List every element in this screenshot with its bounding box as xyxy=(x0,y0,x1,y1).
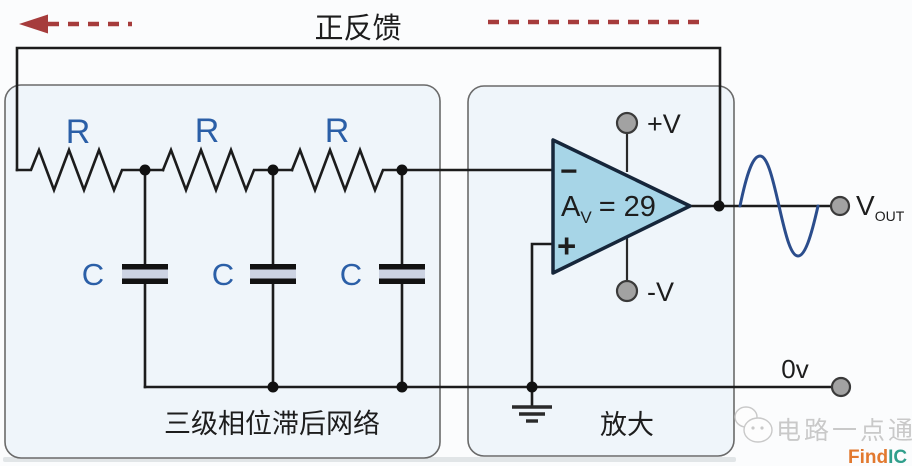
junction-dot xyxy=(267,164,279,176)
feedback-wire xyxy=(15,46,722,208)
watermark: 电路一点通 xyxy=(734,406,912,445)
junction-dot xyxy=(526,381,538,393)
vout-label: VOUT xyxy=(856,190,905,224)
pos-supply-terminal xyxy=(615,111,639,135)
findic-logo-ic: IC xyxy=(888,447,907,466)
junction-dot xyxy=(713,200,725,212)
capacitor-c2-label: C xyxy=(212,257,234,292)
feedback-arrowhead-icon xyxy=(19,14,48,34)
junction-dot xyxy=(396,381,408,393)
resistor-r1 xyxy=(15,146,165,194)
noninverting-input-wire xyxy=(530,242,555,389)
phase-network-caption: 三级相位滞后网络 xyxy=(164,409,380,439)
phase-network-box xyxy=(4,84,441,459)
amplifier-box xyxy=(467,85,735,457)
watermark-face-dot xyxy=(751,426,755,430)
opamp-inverting-sign: − xyxy=(560,155,578,188)
findic-logo-find: Find xyxy=(848,447,888,466)
capacitor-c3-label: C xyxy=(340,257,362,292)
watermark-face-dot xyxy=(760,426,764,430)
vout-main: V xyxy=(856,190,875,221)
neg-supply-label: -V xyxy=(647,277,674,307)
sine-wave-icon xyxy=(738,154,820,258)
opamp-triangle xyxy=(551,138,692,275)
opamp-noninverting-sign: + xyxy=(557,227,576,264)
amplifier-caption: 放大 xyxy=(600,410,654,440)
capacitor-c2-symbol xyxy=(250,264,296,284)
resistor-r3 xyxy=(290,146,555,194)
vout-terminal xyxy=(829,195,851,217)
watermark-brand: 电路一点通 xyxy=(776,417,912,445)
zero-volt-terminal xyxy=(830,376,852,398)
feedback-title: 正反馈 xyxy=(314,12,401,45)
capacitor-c3-symbol xyxy=(379,264,425,284)
vout-subscript: OUT xyxy=(875,208,905,224)
resistor-r3-label: R xyxy=(325,112,350,150)
resistor-r2 xyxy=(161,146,294,194)
gain-value: = 29 xyxy=(599,191,656,223)
junction-dot xyxy=(267,381,279,393)
findic-logo: FindIC xyxy=(848,447,907,466)
resistor-r2-label: R xyxy=(195,112,220,150)
gain-subscript: V xyxy=(580,208,592,227)
gain-a: A xyxy=(561,191,581,223)
junction-dot xyxy=(396,164,408,176)
opamp-gain-label: AV = 29 xyxy=(561,191,656,227)
neg-supply-terminal xyxy=(615,279,639,303)
zero-volt-label: 0v xyxy=(781,354,808,384)
watermark-bubble-icon xyxy=(743,417,773,443)
capacitor-c1-label: C xyxy=(82,257,104,292)
junction-dot xyxy=(139,164,151,176)
pos-supply-label: +V xyxy=(647,109,681,139)
capacitor-c1-symbol xyxy=(122,264,168,284)
resistor-r1-label: R xyxy=(66,113,91,151)
